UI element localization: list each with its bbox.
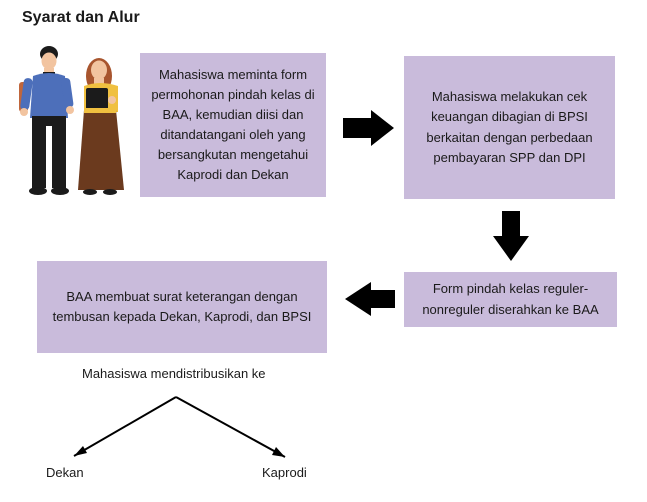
arrow-head-dekan-icon (74, 446, 87, 456)
target-dekan: Dekan (46, 465, 84, 480)
arrow-right-icon (343, 110, 394, 146)
arrow-down-icon (493, 211, 529, 261)
male-student-figure (19, 46, 74, 195)
step-4-text: BAA membuat surat keterangan dengan temb… (52, 288, 312, 324)
step-4-box: BAA membuat surat keterangan dengan temb… (37, 261, 327, 353)
target-kaprodi: Kaprodi (262, 465, 307, 480)
step-3-text: Form pindah kelas reguler-nonreguler dis… (422, 281, 599, 317)
female-student-figure (78, 58, 124, 195)
distribution-label: Mahasiswa mendistribusikan ke (82, 366, 266, 381)
step-1-text: Mahasiswa meminta form permohonan pindah… (151, 66, 315, 183)
arrow-head-kaprodi-icon (272, 447, 285, 457)
step-2-text: Mahasiswa melakukan cek keuangan dibagia… (426, 89, 593, 165)
step-3-box: Form pindah kelas reguler-nonreguler dis… (404, 272, 617, 327)
distribution-lines (73, 396, 286, 458)
page-title: Syarat dan Alur (22, 9, 140, 26)
arrow-left-icon (345, 282, 395, 316)
step-2-box: Mahasiswa melakukan cek keuangan dibagia… (404, 56, 615, 199)
step-1-box: Mahasiswa meminta form permohonan pindah… (140, 53, 326, 197)
